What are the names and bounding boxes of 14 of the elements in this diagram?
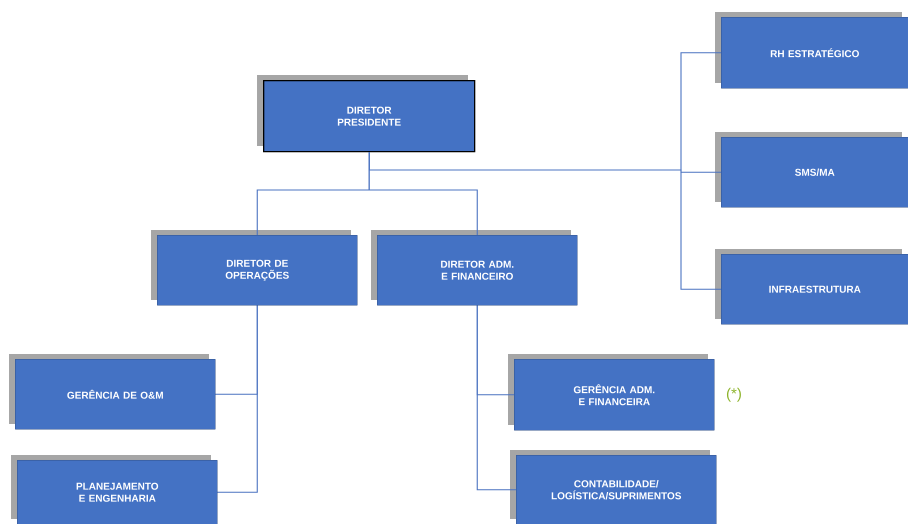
org-box: RH ESTRATÉGICO xyxy=(715,12,908,88)
org-box: DIRETOR PRESIDENTE xyxy=(257,75,476,152)
connector-line xyxy=(368,152,721,290)
footnote-mark: (*) xyxy=(726,388,741,402)
connector-line xyxy=(476,306,516,490)
org-box: DIRETOR DE OPERAÇÕES xyxy=(151,230,358,306)
connector-line xyxy=(218,306,258,493)
org-box: GERÊNCIA DE O&M xyxy=(9,354,216,430)
org-box: DIRETOR ADM. E FINANCEIRO xyxy=(371,230,578,306)
org-box: CONTABILIDADE/ LOGÍSTICA/SUPRIMENTOS xyxy=(510,450,716,524)
org-box: SMS/MA xyxy=(715,132,908,208)
org-box: INFRAESTRUTURA xyxy=(715,249,908,324)
org-box: GERÊNCIA ADM. E FINANCEIRA xyxy=(508,354,714,430)
org-box: PLANEJAMENTO E ENGENHARIA xyxy=(11,455,218,524)
